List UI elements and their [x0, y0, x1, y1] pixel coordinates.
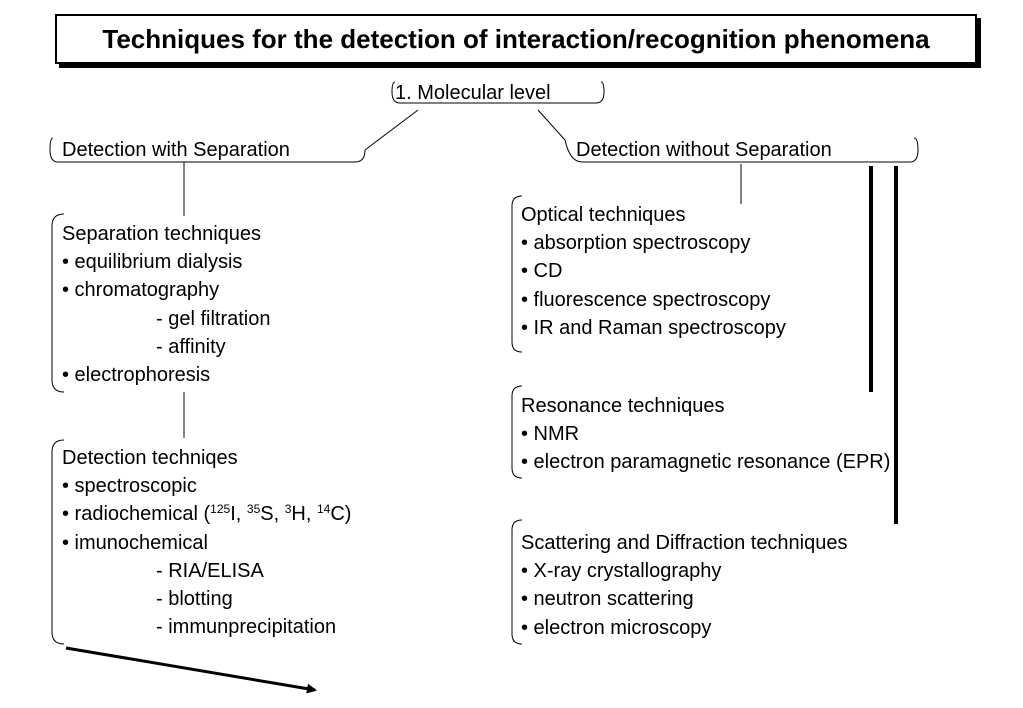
- separation-techniques-block: Separation techniques • equilibrium dial…: [62, 220, 271, 389]
- scattering-techniques-heading: Scattering and Diffraction techniques: [521, 532, 848, 554]
- optical-bracket: [511, 195, 523, 353]
- resonance-techniques-list: • NMR • electron paramagnetic resonance (…: [521, 420, 890, 476]
- list-item: • CD: [521, 260, 563, 283]
- optical-techniques-block: Optical techniques • absorption spectros…: [521, 201, 786, 342]
- list-item: • fluorescence spectroscopy: [521, 288, 771, 311]
- root-to-right-connector: [537, 109, 566, 141]
- isotope-separator: ,: [273, 503, 285, 526]
- optical-techniques-list: • absorption spectroscopy • CD • fluoresce…: [521, 229, 786, 342]
- isotope-symbol: H: [291, 503, 306, 526]
- root-to-left-connector: [364, 109, 419, 151]
- separation-techniques-heading: Separation techniques: [62, 223, 262, 245]
- isotope-mass-number: 14: [316, 502, 331, 517]
- isotope-mass-number: 35: [246, 502, 261, 517]
- scattering-techniques-list: • X-ray crystallography • neutron scatter…: [521, 557, 848, 642]
- separation-bracket: [51, 213, 65, 393]
- list-item: • X-ray crystallography: [521, 560, 722, 583]
- root-bracket: [391, 81, 605, 104]
- isotope-symbol: S: [260, 503, 274, 526]
- isotope-symbol: C: [330, 503, 345, 526]
- scattering-techniques-block: Scattering and Diffraction techniques • …: [521, 529, 848, 642]
- detection-techniques-heading: Detection techniqes: [62, 447, 238, 469]
- scattering-bracket: [511, 519, 523, 645]
- detection-item-radiochemical: • radiochemical (125I, 35S, 3H, 14C): [62, 500, 351, 528]
- list-item: • electrophoresis: [62, 364, 211, 387]
- list-item: • absorption spectroscopy: [521, 232, 751, 255]
- resonance-techniques-block: Resonance techniques • NMR • electron par…: [521, 392, 890, 477]
- root-node-label: 1. Molecular level: [395, 82, 551, 104]
- list-item: • neutron scattering: [521, 588, 694, 611]
- list-item: • IR and Raman spectroscopy: [521, 316, 786, 339]
- isotope-mass-number: 125: [210, 502, 231, 517]
- list-item: - RIA/ELISA: [156, 559, 264, 582]
- list-item: • imunochemical: [62, 531, 208, 554]
- left-branch-bracket: [49, 137, 366, 163]
- list-item: • chromatography: [62, 279, 220, 302]
- detection-techniques-block: Detection techniqes • spectroscopic • ra…: [62, 444, 351, 641]
- isotope-mass-number: 3: [284, 502, 292, 517]
- detection-bracket: [51, 439, 65, 645]
- list-item: - affinity: [156, 335, 226, 358]
- right-branch-bracket: [564, 137, 919, 163]
- list-item: • equilibrium dialysis: [62, 251, 243, 274]
- detection-item-spectroscopic: • spectroscopic: [62, 475, 197, 498]
- list-item: - blotting: [156, 588, 233, 611]
- right-branch-label: Detection without Separation: [576, 139, 832, 161]
- isotope-separator: ,: [235, 503, 247, 526]
- list-item: • electron microscopy: [521, 616, 712, 639]
- resonance-bracket: [511, 385, 523, 479]
- list-item: - gel filtration: [156, 307, 271, 330]
- diagram-title: Techniques for the detection of interact…: [55, 14, 977, 64]
- optical-techniques-heading: Optical techniques: [521, 204, 686, 226]
- separation-techniques-list: • equilibrium dialysis • chromatography - …: [62, 248, 271, 389]
- radiochemical-prefix: • radiochemical (: [62, 503, 211, 526]
- isotope-separator: ,: [305, 503, 317, 526]
- continuation-arrow: [65, 646, 317, 694]
- left-branch-label: Detection with Separation: [62, 139, 290, 161]
- detection-techniques-list: • imunochemical - RIA/ELISA - blotting - im…: [62, 529, 351, 642]
- diagram-title-text: Techniques for the detection of interact…: [102, 23, 930, 54]
- list-item: • electron paramagnetic resonance (EPR): [521, 451, 891, 474]
- isotope-symbol: I: [230, 503, 236, 526]
- list-item: • NMR: [521, 423, 580, 446]
- radiochemical-suffix: ): [344, 503, 352, 526]
- list-item: - immunprecipitation: [156, 616, 337, 639]
- isotope-list: 125I, 35S, 3H, 14C: [210, 503, 345, 525]
- resonance-techniques-heading: Resonance techniques: [521, 395, 725, 417]
